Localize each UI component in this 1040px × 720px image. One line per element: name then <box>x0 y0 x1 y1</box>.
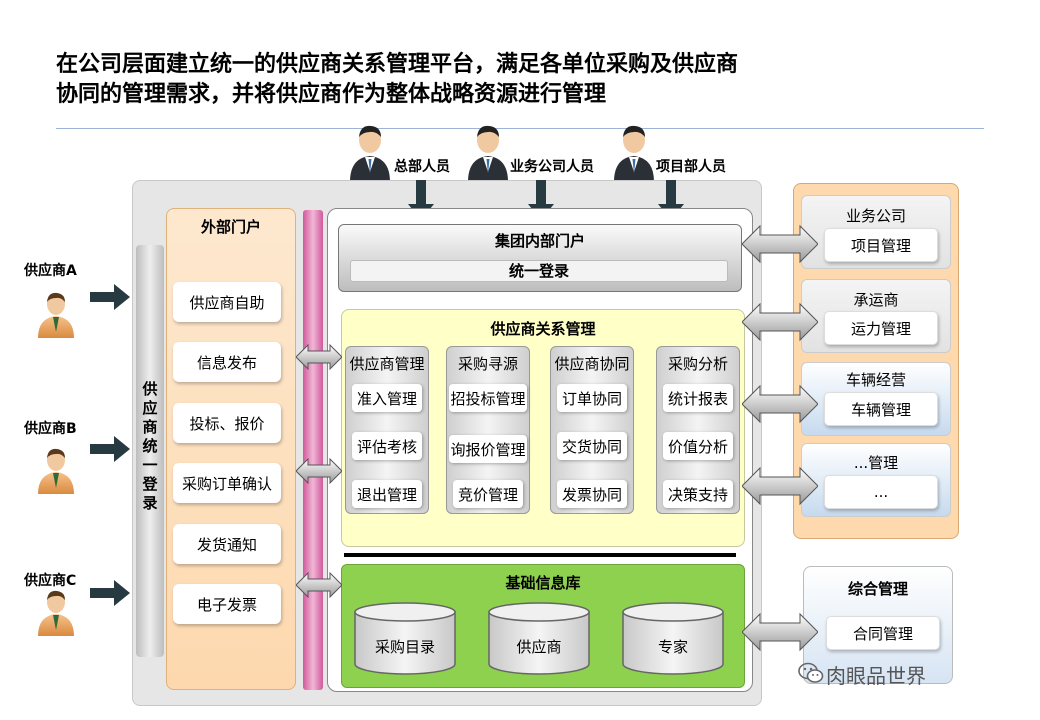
external-portal-title: 外部门户 <box>200 218 261 236</box>
right-system-item: 运力管理 <box>824 311 938 345</box>
right-system-title: ...管理 <box>853 454 899 472</box>
divider-line <box>344 553 736 557</box>
srm-column-title: 供应商管理 <box>349 355 425 373</box>
project-staff-label: 项目部人员 <box>656 159 726 175</box>
supplier-person-icon <box>36 446 76 498</box>
double-arrow-icon <box>295 571 343 602</box>
page-title: 在公司层面建立统一的供应商关系管理平台，满足各单位采购及供应商 协同的管理需求，… <box>56 50 876 110</box>
supplier-b-label: 供应商B <box>24 421 77 437</box>
double-arrow-icon <box>295 343 343 374</box>
right-system-title: 承运商 <box>853 291 899 309</box>
srm-cell: 退出管理 <box>352 480 422 508</box>
supplier-c-label: 供应商C <box>24 573 77 589</box>
comprehensive-title: 综合管理 <box>847 580 908 598</box>
portal-item-bid-quote: 投标、报价 <box>173 403 281 443</box>
srm-cell: 招投标管理 <box>449 384 527 412</box>
double-arrow-icon <box>741 224 819 268</box>
right-system-item: 车辆管理 <box>824 392 938 426</box>
watermark-text: 肉眼品世界 <box>826 664 926 688</box>
wechat-icon <box>798 662 824 688</box>
right-arrow-icon <box>90 580 130 610</box>
double-arrow-icon <box>741 612 819 656</box>
double-arrow-icon <box>295 457 343 488</box>
srm-cell: 竞价管理 <box>453 480 523 508</box>
srm-cell: 询报价管理 <box>449 435 527 463</box>
srm-cell: 准入管理 <box>352 384 422 412</box>
double-arrow-icon <box>741 466 819 510</box>
portal-item-e-invoice: 电子发票 <box>173 584 281 624</box>
right-arrow-icon <box>90 436 130 466</box>
database-label: 专家 <box>657 638 688 656</box>
supplier-login-bar <box>136 245 164 657</box>
business-person-icon <box>610 122 658 186</box>
database-cylinder-icon <box>353 602 457 676</box>
title-divider <box>56 128 984 129</box>
title-line-1: 在公司层面建立统一的供应商关系管理平台，满足各单位采购及供应商 <box>56 52 739 77</box>
unified-login-bar: 统一登录 <box>350 260 728 282</box>
supplier-a-label: 供应商A <box>24 263 77 279</box>
database-cylinder-icon <box>621 602 725 676</box>
srm-cell: 价值分析 <box>663 432 733 460</box>
contract-management-item: 合同管理 <box>826 616 940 650</box>
srm-cell: 决策支持 <box>663 480 733 508</box>
srm-cell: 发票协同 <box>557 480 627 508</box>
portal-item-po-confirm: 采购订单确认 <box>173 463 281 503</box>
right-system-item: 项目管理 <box>824 228 938 262</box>
supplier-login-label: 供应商统一登录 <box>142 380 158 512</box>
title-line-2: 协同的管理需求，并将供应商作为整体战略资源进行管理 <box>56 82 607 107</box>
supplier-person-icon <box>36 588 76 640</box>
srm-column-title: 采购寻源 <box>457 355 518 373</box>
database-title: 基础信息库 <box>505 574 581 592</box>
integration-bar <box>303 210 323 690</box>
srm-cell: 统计报表 <box>663 384 733 412</box>
database-label: 供应商 <box>516 638 562 656</box>
business-company-staff-label: 业务公司人员 <box>510 159 594 175</box>
group-portal-title: 集团内部门户 <box>494 232 585 250</box>
supplier-person-icon <box>36 290 76 342</box>
right-system-item: ... <box>824 475 938 509</box>
database-cylinder-icon <box>487 602 591 676</box>
srm-cell: 交货协同 <box>557 432 627 460</box>
portal-item-info-publish: 信息发布 <box>173 342 281 382</box>
business-person-icon <box>464 122 512 186</box>
double-arrow-icon <box>741 302 819 346</box>
right-arrow-icon <box>90 284 130 314</box>
srm-column-title: 供应商协同 <box>554 355 630 373</box>
portal-item-shipping-notice: 发货通知 <box>173 524 281 564</box>
right-system-title: 车辆经营 <box>845 371 906 389</box>
double-arrow-icon <box>741 384 819 428</box>
business-person-icon <box>346 122 394 186</box>
srm-title: 供应商关系管理 <box>490 320 596 338</box>
portal-item-supplier-self-service: 供应商自助 <box>173 282 281 322</box>
right-system-title: 业务公司 <box>845 207 906 225</box>
srm-cell: 评估考核 <box>352 432 422 460</box>
srm-cell: 订单协同 <box>557 384 627 412</box>
srm-column-title: 采购分析 <box>667 355 728 373</box>
hq-staff-label: 总部人员 <box>394 159 450 175</box>
database-label: 采购目录 <box>374 638 435 656</box>
